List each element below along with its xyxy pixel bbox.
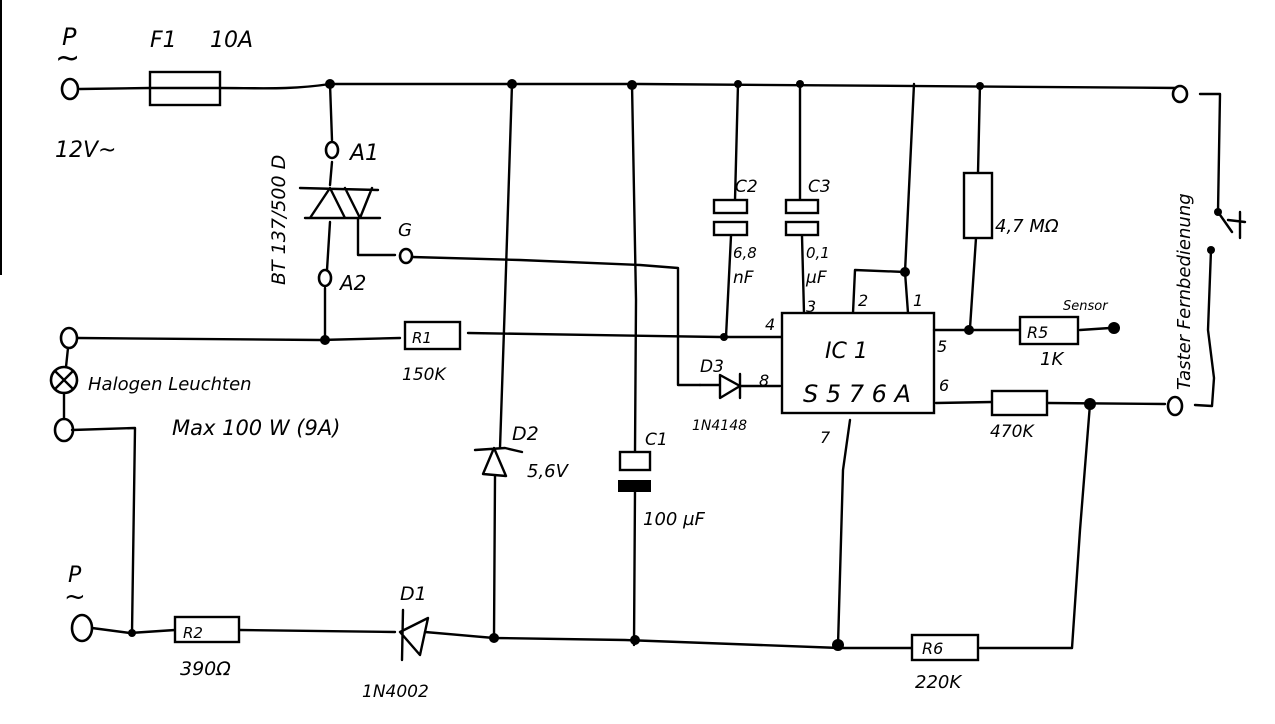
- label-lamp: Halogen Leuchten: [88, 374, 252, 395]
- label-pin-7: 7: [820, 428, 831, 447]
- label-pin-3: 3: [806, 297, 816, 316]
- label-phase-bottom: P: [68, 563, 82, 588]
- label-ac-top: ~: [55, 41, 80, 76]
- sensor-terminal: [1108, 322, 1120, 334]
- wire-d2: [492, 82, 514, 640]
- terminal-phase-bottom: [70, 613, 94, 643]
- resistor-r6: [910, 633, 980, 662]
- label-d3-value: 1N4148: [692, 418, 747, 434]
- resistor-r2: [173, 615, 241, 644]
- wire-triac: [323, 82, 334, 342]
- label-fuse-value: 10A: [210, 28, 253, 53]
- wire-pin1-pin2: [851, 82, 916, 315]
- label-d2-value: 5,6V: [527, 461, 570, 482]
- triac-a2-pin: [317, 268, 333, 288]
- capacitor-c3-plate1: [784, 198, 820, 215]
- capacitor-c2-plate2: [712, 220, 749, 237]
- label-d3-ref: D3: [700, 357, 724, 377]
- label-c1-ref: C1: [645, 430, 668, 450]
- label-r2-ref: R2: [183, 624, 203, 642]
- label-triac-gate: G: [398, 220, 412, 241]
- label-c2-value-1: 6,8: [733, 244, 757, 262]
- label-phase-top: P: [62, 23, 77, 51]
- label-r5-value: 1K: [1040, 349, 1064, 370]
- label-c1-value: 100 µF: [643, 509, 706, 530]
- label-r4-value: 470K: [990, 422, 1035, 442]
- label-pin-6: 6: [939, 376, 949, 395]
- label-ic-ref: IC 1: [825, 339, 868, 364]
- resistor-r4: [990, 389, 1049, 417]
- label-ic-part: S 5 7 6 A: [803, 380, 911, 408]
- label-triac-a2: A2: [338, 271, 366, 295]
- lamp-cross: [53, 346, 75, 421]
- label-lamp-rating: Max 100 W (9A): [172, 416, 340, 440]
- wire-r3: [968, 82, 982, 330]
- wire-c1: [630, 82, 638, 647]
- triac-a1-pin: [324, 140, 340, 160]
- junction-dots: [128, 79, 1222, 651]
- wire-gate: [410, 255, 702, 387]
- terminal-phase-in: [60, 77, 80, 101]
- wire-c2: [724, 82, 740, 339]
- label-fuse-ref: F1: [150, 28, 177, 53]
- label-c2-value-2: nF: [733, 268, 754, 288]
- label-pin-5: 5: [937, 337, 947, 356]
- label-triac-part: BT 137/500 D: [268, 155, 290, 285]
- resistor-r1: [403, 320, 462, 351]
- zener-d2: [473, 446, 524, 478]
- label-pin-1: 1: [913, 291, 923, 310]
- label-r5-ref: R5: [1027, 323, 1048, 342]
- triac-symbol: [298, 186, 397, 257]
- label-c3-value-2: µF: [805, 268, 827, 288]
- wire-right-bottom: [838, 402, 1092, 650]
- label-r2-value: 390Ω: [180, 658, 231, 680]
- label-triac-a1: A1: [348, 141, 379, 166]
- diode-d3: [698, 372, 782, 400]
- wire-lamp-return: [70, 426, 137, 635]
- wire-pin6: [934, 400, 1167, 406]
- capacitor-c3-plate2: [784, 220, 820, 237]
- label-d2-ref: D2: [512, 423, 539, 445]
- label-pin-2: 2: [858, 291, 868, 310]
- wire-c3: [798, 82, 806, 315]
- resistor-r3: [962, 171, 994, 240]
- wire-pin5: [932, 326, 1112, 332]
- page-edge-line: [0, 0, 2, 275]
- switch-terminal-bottom: [1166, 395, 1184, 417]
- label-pin-4: 4: [765, 315, 775, 334]
- label-c2-ref: C2: [735, 177, 758, 197]
- capacitor-c2-plate1: [712, 198, 749, 215]
- label-r3-value: 4,7 MΩ: [995, 216, 1059, 237]
- resistor-r5: [1018, 315, 1080, 346]
- capacitor-c1-plate: [618, 450, 652, 472]
- diode-d1: [398, 608, 430, 662]
- label-switch: Taster Fernbedienung: [1174, 193, 1195, 390]
- label-r6-value: 220K: [915, 672, 962, 693]
- triac-gate-pin: [398, 247, 414, 265]
- capacitor-c1-neg-plate: [618, 480, 651, 492]
- label-ac-bottom: ~: [64, 582, 86, 612]
- switch-terminal-top: [1171, 84, 1189, 104]
- label-r6-ref: R6: [922, 639, 943, 658]
- label-sensor: Sensor: [1063, 299, 1109, 314]
- ic1-body: [780, 311, 936, 415]
- terminal-lamp-bottom: [53, 417, 75, 443]
- label-pin-8: 8: [759, 371, 769, 390]
- terminal-lamp-top: [59, 326, 79, 350]
- label-r1-value: 150K: [402, 365, 447, 385]
- label-supply: 12V~: [55, 138, 116, 163]
- label-r1-ref: R1: [412, 329, 432, 347]
- label-c3-value-1: 0,1: [806, 244, 830, 262]
- label-d1-ref: D1: [400, 583, 427, 605]
- wire-pin7: [836, 418, 852, 647]
- switch-taster: [1193, 92, 1247, 408]
- label-c3-ref: C3: [808, 177, 831, 197]
- label-d1-value: 1N4002: [362, 682, 429, 702]
